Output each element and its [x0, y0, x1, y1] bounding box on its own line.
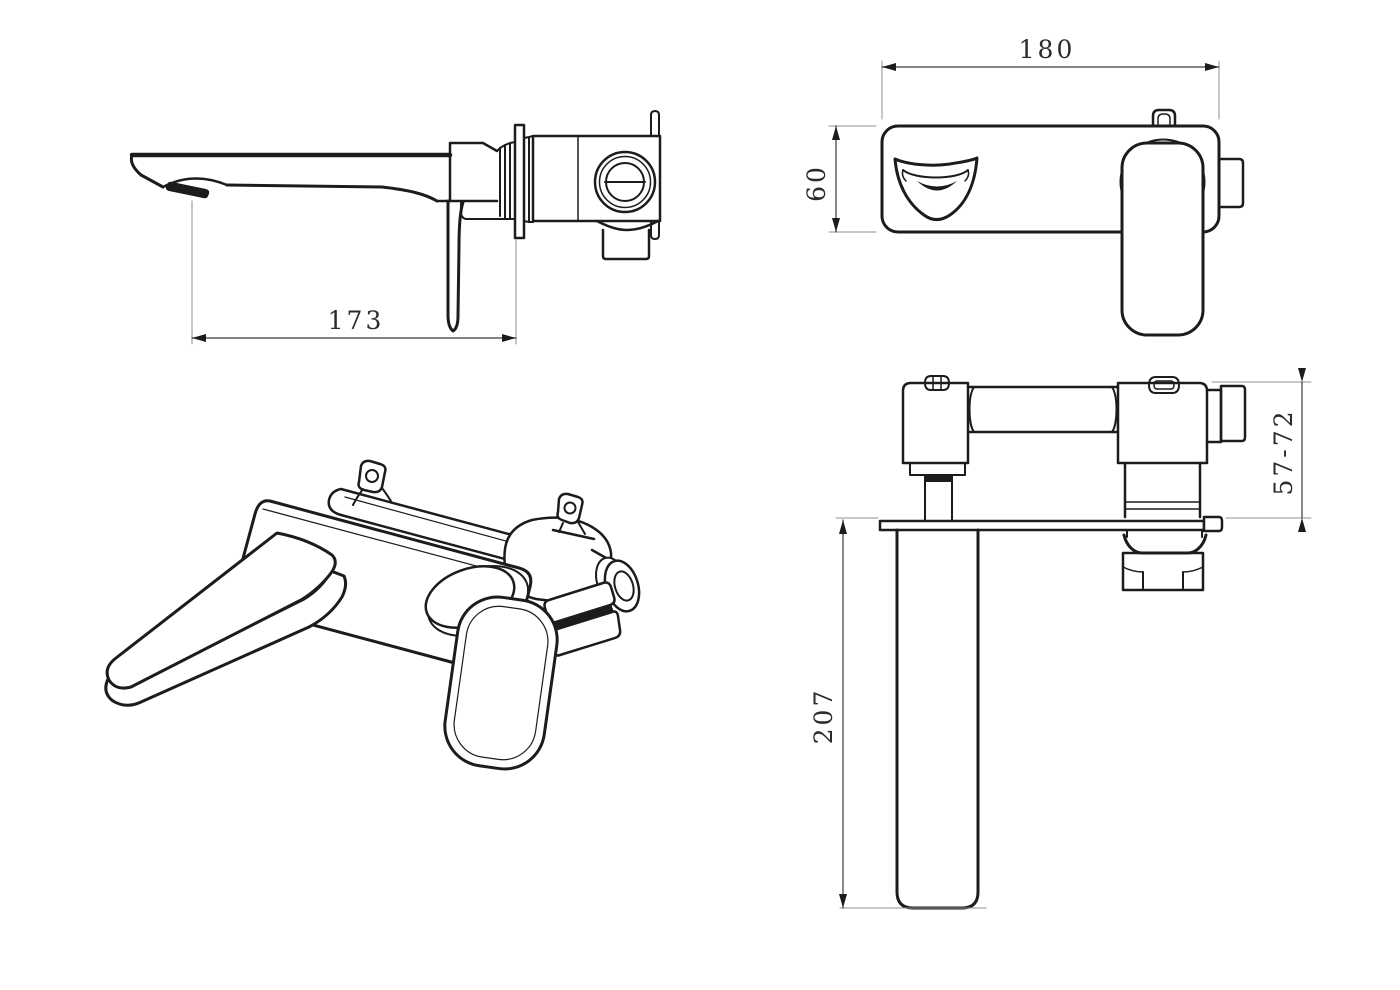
handle-lever: [446, 199, 465, 333]
spout-lip: [902, 169, 969, 179]
screw-right: [1148, 376, 1180, 394]
outlet-saddle: [595, 219, 660, 232]
plan-view: 57-72 207: [809, 368, 1312, 910]
dim-label-spout-reach: 173: [328, 306, 385, 335]
dim-label-plate-width: 180: [1019, 35, 1076, 64]
arrowhead-left: [882, 63, 896, 71]
handle-seam: [1119, 171, 1124, 193]
aerator-outlet: [165, 181, 210, 199]
escutcheon-cap: [448, 141, 499, 157]
wall-plate-side: [513, 123, 526, 240]
dimension-57-72: 57-72: [1211, 368, 1312, 532]
spout-top-face: [105, 531, 337, 690]
arrowhead-bottom: [832, 218, 840, 232]
handle-iso: [443, 595, 559, 771]
screw-left: [924, 375, 950, 391]
handle-seam: [1201, 171, 1206, 193]
arrowhead-left: [192, 334, 206, 342]
spout-underside: [225, 183, 439, 203]
spout-lip-end: [901, 169, 907, 182]
port-step-outer: [1219, 384, 1247, 443]
tube-contour: [344, 496, 514, 544]
side-view: 173: [129, 110, 662, 345]
arrowhead-right: [502, 334, 516, 342]
extension-line: [835, 517, 987, 909]
dim-label-plate-height: 60: [802, 164, 831, 202]
side-port: [1217, 157, 1245, 209]
spout-lip-end: [964, 169, 970, 182]
dimension-207: 207: [809, 517, 987, 909]
spout-profile: [129, 153, 165, 189]
extension-line: [881, 60, 1220, 120]
wall-plate-edge: [878, 519, 1206, 532]
dim-label-spout-length: 207: [809, 688, 838, 745]
handle-hump: [1145, 138, 1182, 144]
extension-line: [828, 125, 877, 233]
valve-under-plate: [1121, 529, 1208, 592]
arrowhead-top: [839, 520, 847, 534]
spout-plan: [895, 528, 980, 910]
top-tab: [1151, 108, 1177, 128]
dimension-180: 180: [881, 35, 1220, 120]
plate-end-cap: [1202, 515, 1224, 533]
dim-label-depth-range: 57-72: [1269, 408, 1298, 495]
arrowhead-bottom: [1298, 518, 1306, 532]
rough-in-tube: [327, 487, 518, 564]
port-step-inner: [1205, 388, 1223, 444]
front-view: 180 60: [802, 35, 1245, 337]
top-tab-inner: [1157, 113, 1171, 127]
arrowhead-right: [1205, 63, 1219, 71]
arrowhead-top: [832, 126, 840, 140]
inlet-port: [593, 150, 657, 214]
under-valve-stack: [543, 581, 622, 657]
isometric-view: [104, 459, 641, 771]
dimension-173: 173: [191, 200, 517, 345]
cartridge-rings: [460, 141, 516, 220]
plate-collar: [523, 135, 534, 223]
arrowhead-bottom: [839, 894, 847, 908]
spout-base-block: [901, 381, 970, 465]
outlet-connector: [601, 228, 651, 261]
spout-slot: [917, 181, 957, 191]
valve-stem: [1123, 461, 1202, 519]
valve-block: [1116, 381, 1209, 465]
arrowhead-top: [1298, 368, 1306, 382]
connecting-bar: [968, 385, 1120, 434]
spout-stem: [909, 462, 966, 521]
handle-front: [1120, 141, 1205, 337]
extension-line: [1211, 381, 1312, 519]
mounting-bracket-right: [551, 492, 596, 541]
mounting-bracket-left: [352, 459, 393, 506]
dimension-60: 60: [802, 125, 877, 233]
